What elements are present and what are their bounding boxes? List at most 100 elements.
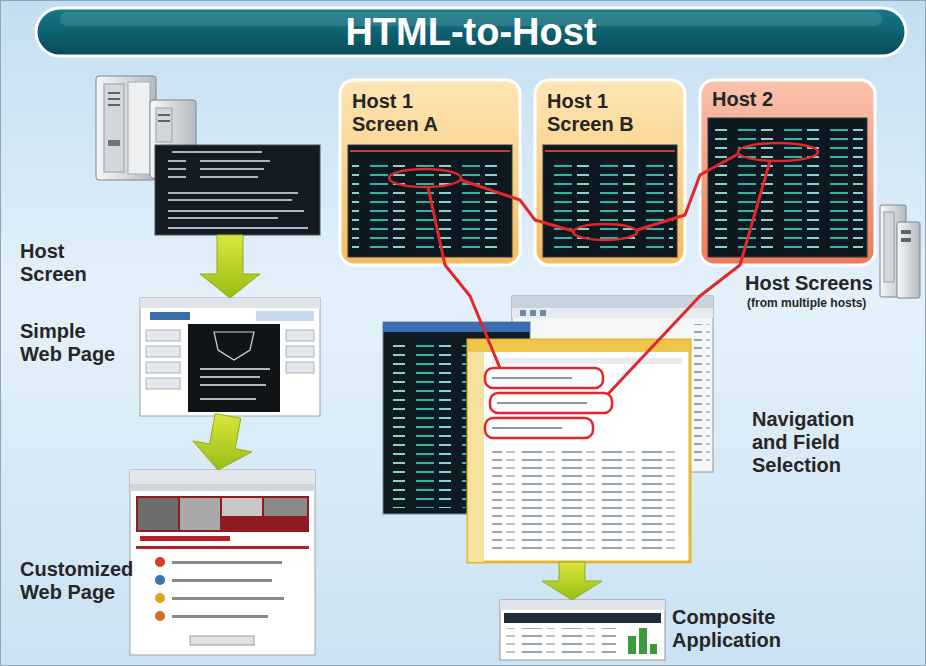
customized-web-page-image xyxy=(180,498,220,530)
host-screen-image xyxy=(168,168,186,170)
simple-web-page-image xyxy=(140,298,320,416)
customized-web-page-image xyxy=(130,470,315,655)
host-screen-image xyxy=(168,160,186,162)
title-banner xyxy=(36,8,906,56)
navigation-screens-image xyxy=(492,358,682,364)
server-illustration xyxy=(108,98,120,100)
customized-web-page-image xyxy=(130,470,315,655)
customized-web-page-image xyxy=(172,579,272,582)
title-holder: HTML-to-Host xyxy=(36,8,906,56)
composite-application-image xyxy=(506,628,616,656)
host-panel: Host 1 Screen A xyxy=(340,80,520,265)
server-illustration xyxy=(104,84,124,172)
customized-web-page-image xyxy=(155,557,165,567)
navigation-screens-image xyxy=(520,310,526,316)
simple-web-page-image xyxy=(214,332,254,360)
customized-web-page-image xyxy=(155,593,165,603)
server-illustration xyxy=(96,76,156,180)
field-link-line xyxy=(389,143,818,394)
simple-web-page-image xyxy=(146,378,180,389)
field-link-line xyxy=(445,265,470,296)
host-screen-image xyxy=(200,160,270,162)
customized-web-page-image xyxy=(130,484,315,491)
simple-web-page-image xyxy=(200,368,270,370)
composite-application-image xyxy=(628,636,636,654)
node-label: Host Screen xyxy=(20,240,104,286)
navigation-screens-image xyxy=(694,324,710,464)
node-label: Customized Web Page xyxy=(20,558,142,604)
navigation-screens-image xyxy=(383,322,530,332)
panel-title: Host 2 xyxy=(712,88,862,111)
host-server-illustration xyxy=(897,222,920,298)
simple-web-page-image xyxy=(146,346,180,357)
host-panel xyxy=(700,80,875,265)
customized-web-page-image xyxy=(140,536,230,541)
server-illustration xyxy=(108,104,120,106)
customized-web-page-image xyxy=(190,636,254,645)
server-illustration xyxy=(158,120,170,122)
host-screen-image xyxy=(168,217,278,219)
host-panel xyxy=(543,145,677,257)
node-label: Navigation and Field Selection xyxy=(752,408,874,477)
field-link-line xyxy=(637,215,685,230)
customized-web-page-image xyxy=(155,611,165,621)
customized-web-page-image xyxy=(264,498,307,516)
field-link-line xyxy=(535,220,573,231)
host-panel: Host 1 Screen B xyxy=(535,80,685,265)
host-panel xyxy=(545,150,675,152)
simple-web-page-image xyxy=(200,384,266,386)
navigation-screens-image xyxy=(497,402,587,404)
navigation-screens-image xyxy=(468,352,484,562)
host-panel xyxy=(535,80,685,265)
screenshot-node: Simple Web Page xyxy=(140,298,320,416)
host-screen-image xyxy=(168,176,186,178)
simple-web-page-image xyxy=(188,324,280,412)
connectors xyxy=(193,175,740,600)
navigation-screens-image xyxy=(492,446,682,554)
host-screen-image xyxy=(168,227,308,229)
customized-web-page-image xyxy=(130,470,315,484)
navigation-screens-image xyxy=(383,296,713,562)
customized-web-page-image xyxy=(136,546,309,549)
composite-application-image xyxy=(500,600,665,660)
customized-web-page-image xyxy=(138,498,178,530)
composite-application-image xyxy=(500,600,665,660)
flow-arrow xyxy=(200,235,260,298)
field-link-line xyxy=(428,187,445,265)
navigation-screens-image xyxy=(485,418,593,438)
navigation-screens-image xyxy=(492,377,572,379)
host-server-illustration xyxy=(884,212,894,282)
panel-title: Host 1 Screen B xyxy=(547,90,669,136)
field-link-line xyxy=(573,224,637,240)
screenshot-node: Host Screen xyxy=(155,145,320,235)
host-screen-image xyxy=(168,192,298,194)
panel-title: Host 1 Screen A xyxy=(352,90,474,136)
caption-label: (from multiple hosts) xyxy=(747,296,866,310)
flow-arrow xyxy=(193,414,252,470)
host-panel: Host 2 xyxy=(700,80,875,265)
simple-web-page-image xyxy=(146,362,180,373)
navigation-screens-image xyxy=(512,296,713,308)
simple-web-page-image xyxy=(146,330,180,341)
host-screen-image xyxy=(155,145,320,235)
host-panel xyxy=(712,124,863,252)
navigation-screens-image xyxy=(530,310,536,316)
field-link-line xyxy=(685,175,700,215)
label-holder: Host Screens xyxy=(745,272,873,295)
title-banner xyxy=(36,8,906,56)
server-illustration xyxy=(158,114,170,116)
host-panel xyxy=(352,160,508,252)
host-screen-image xyxy=(168,199,292,201)
host-panel xyxy=(340,80,520,265)
node-label: Composite Application xyxy=(672,606,797,652)
simple-web-page-image xyxy=(286,362,314,373)
field-link-line xyxy=(738,143,818,161)
field-link-line xyxy=(389,169,461,187)
host-screen-image xyxy=(168,210,304,212)
simple-web-page-image xyxy=(256,311,314,321)
